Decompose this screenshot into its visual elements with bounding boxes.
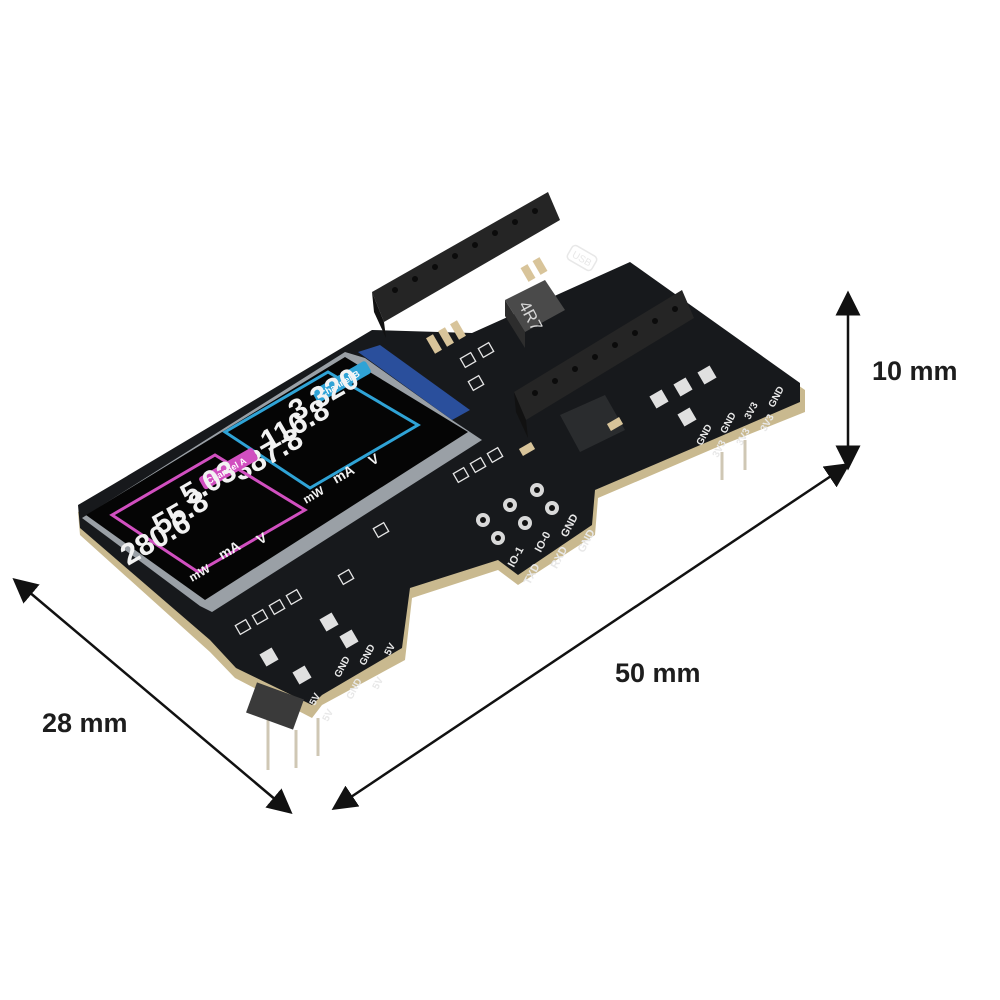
lcd-module: Channel B 3.320 V 116.8 mA 387.8 mW Chan… [82, 345, 482, 612]
width-dimension-arrow [12, 577, 293, 815]
flex-cable [358, 345, 470, 420]
silk-left-5v-3: 5V [308, 691, 324, 707]
length-dimension-arrow [331, 463, 851, 810]
width-dimension-label: 28 mm [42, 708, 128, 738]
silk-left-5v-4: 5V [321, 707, 337, 723]
channel-b-box [222, 370, 421, 490]
pcb-top [78, 262, 800, 705]
lcd-screen [86, 357, 468, 600]
silk-left-5v-2: 5V [371, 675, 387, 691]
silk-left-5v-1: 5V [383, 641, 399, 657]
front-header [514, 290, 694, 420]
channel-a-box [109, 453, 308, 574]
ic-chip [560, 395, 625, 452]
length-dimension-label: 50 mm [615, 658, 701, 688]
pcb-board: 4R7 USB [78, 192, 805, 770]
rear-header [372, 192, 560, 322]
height-dimension-label: 10 mm [872, 356, 958, 386]
